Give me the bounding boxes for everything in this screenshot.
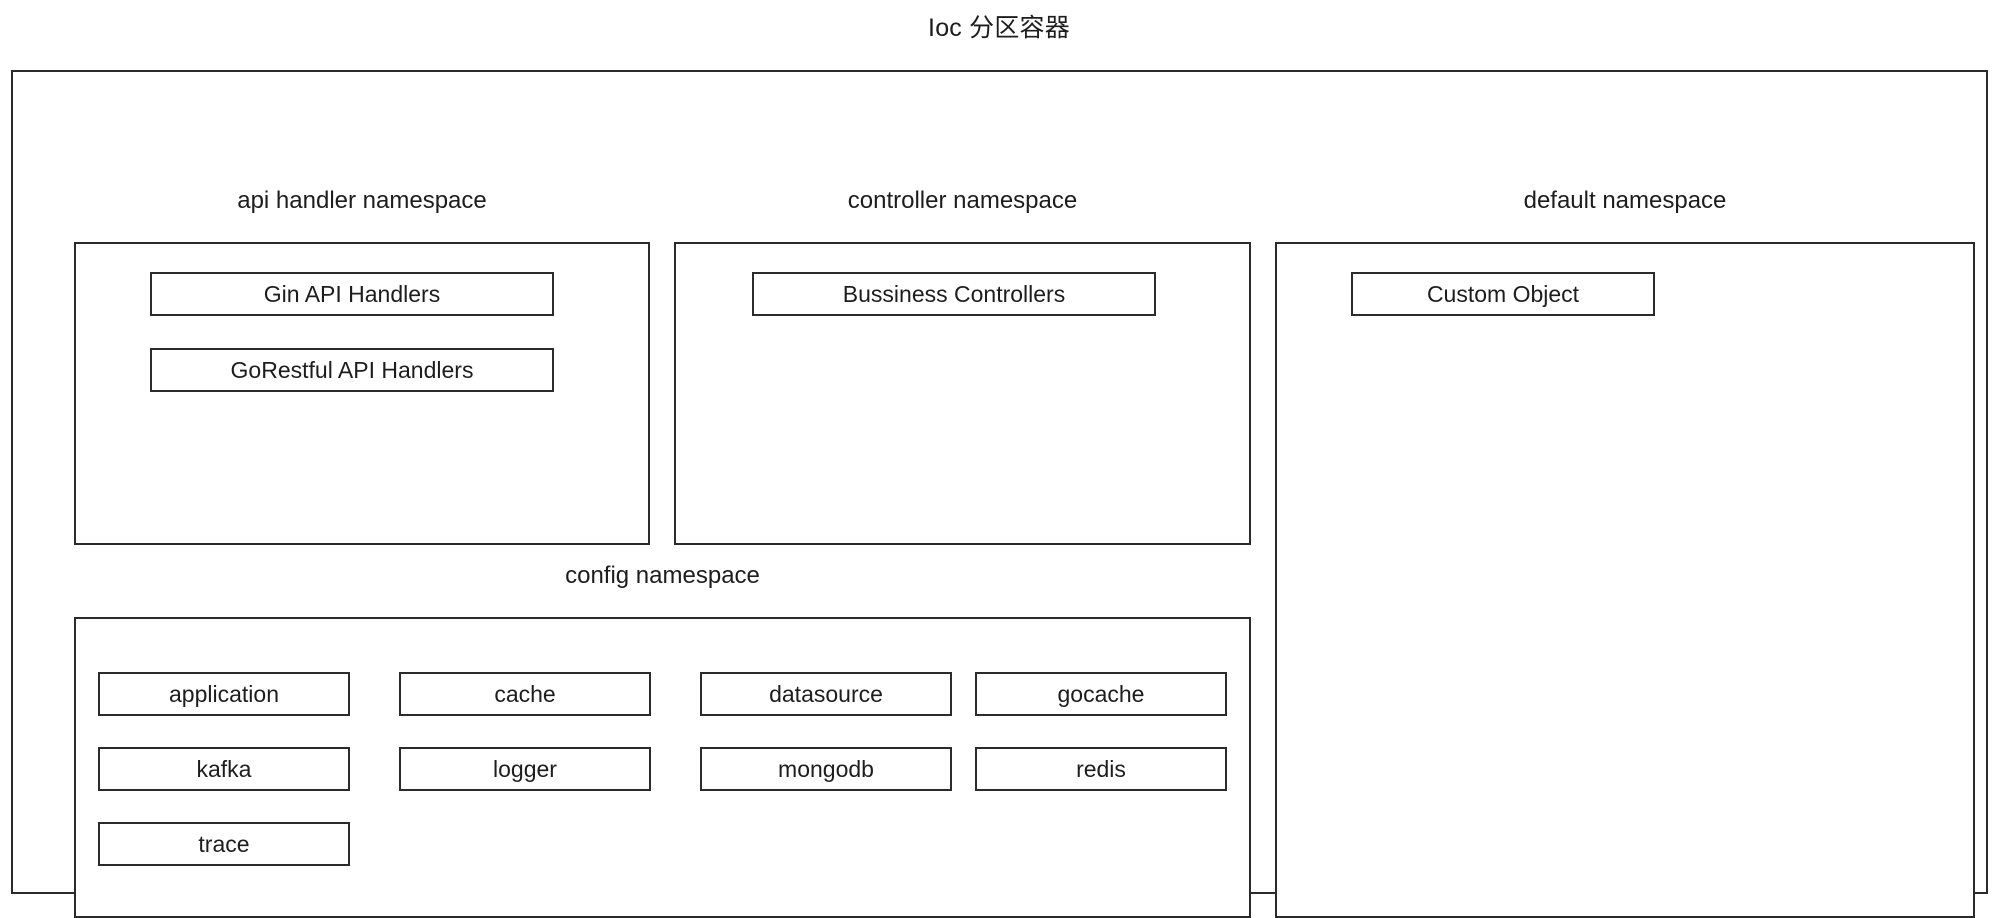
ioc-container-box: api handler namespace Gin API Handlers G… (11, 70, 1988, 918)
diagram-title: Ioc 分区容器 (928, 14, 1070, 42)
namespace-label-config: config namespace (565, 562, 760, 589)
item-gocache[interactable]: gocache (975, 672, 1227, 716)
item-custom-object[interactable]: Custom Object (1351, 272, 1655, 316)
item-cache[interactable]: cache (399, 672, 651, 716)
item-trace[interactable]: trace (98, 822, 350, 866)
item-datasource[interactable]: datasource (700, 672, 952, 716)
namespace-label-controller: controller namespace (847, 187, 1078, 214)
item-bussiness-controllers[interactable]: Bussiness Controllers (752, 272, 1156, 316)
item-application[interactable]: application (98, 672, 350, 716)
item-gin-api-handlers[interactable]: Gin API Handlers (150, 272, 554, 316)
namespace-label-default: default namespace (1523, 187, 1727, 214)
item-redis[interactable]: redis (975, 747, 1227, 791)
item-gorestful-api-handlers[interactable]: GoRestful API Handlers (150, 348, 554, 392)
item-logger[interactable]: logger (399, 747, 651, 791)
item-mongodb[interactable]: mongodb (700, 747, 952, 791)
item-kafka[interactable]: kafka (98, 747, 350, 791)
namespace-label-api-handler: api handler namespace (237, 187, 487, 214)
namespace-box-default (1275, 242, 1975, 918)
